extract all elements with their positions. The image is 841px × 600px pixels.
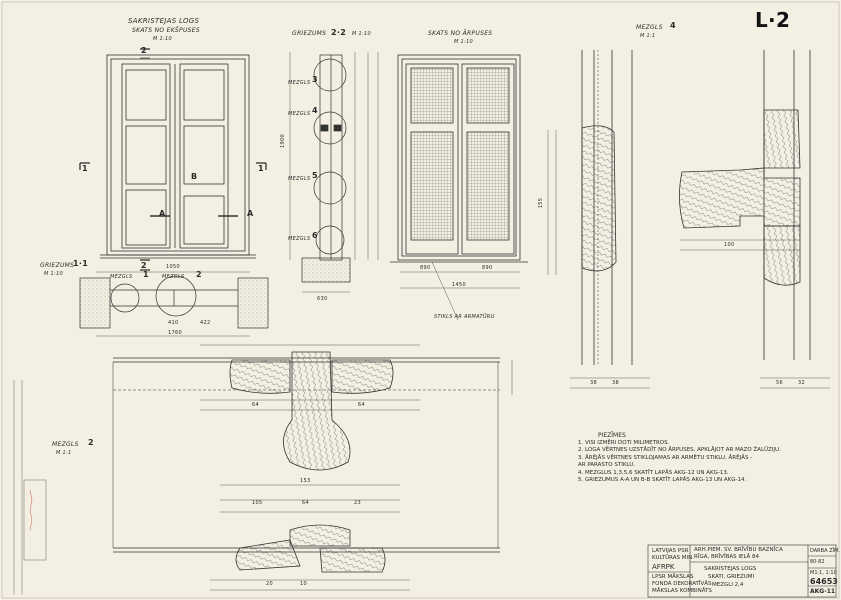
note-line-1: 1. VISI IZMĒRI DOTI MILIMETROS. xyxy=(578,439,670,446)
dim-64-c: 64 xyxy=(302,500,309,506)
section-11-scale: M 1:10 xyxy=(44,271,63,277)
tb-org-2: KULTŪRAS MIN. xyxy=(652,555,695,561)
detail-2-prefix: MEZGLS xyxy=(52,441,79,448)
dim-38-b: 38 xyxy=(612,380,619,386)
dim-20: 20 xyxy=(266,581,273,587)
note-line-6: 5. GRIEZUMUS A-A UN B-B SKATĪT LAPĀS AKG… xyxy=(578,477,747,483)
tb-scale: M1:1, 1:10 xyxy=(810,570,837,576)
node-4-number: 4 xyxy=(312,106,318,115)
node-5-number: 5 xyxy=(312,171,318,180)
note-line-3: 3. ĀRĒJĀS VĒRTNES STIKLOJAMAS AR ARMĒTU … xyxy=(578,454,753,461)
node-6-number: 6 xyxy=(312,231,318,240)
elevation-outside xyxy=(100,54,256,259)
section-22-number: 2·2 xyxy=(331,28,347,37)
section-mark-2-bottom: 2 xyxy=(141,261,147,270)
tb-drawing-2: SKATI, GRIEZUMI xyxy=(708,574,755,580)
dim-153: 153 xyxy=(300,478,311,484)
elevation-title: SAKRISTEJAS LOGS xyxy=(128,17,200,25)
dim-1900: 1900 xyxy=(279,134,286,148)
dim-1760: 1760 xyxy=(168,330,182,336)
dim-890-b: 890 xyxy=(482,265,493,271)
tb-org-3: AFRPK xyxy=(652,563,675,571)
detail-1-label: MEZGLS xyxy=(110,274,133,280)
tb-drawing-3: MEZGLI 2,4 xyxy=(712,582,744,588)
tb-project-2: RĪGA, BRĪVĪBAS IELĀ 84 xyxy=(694,554,760,560)
dim-1050: 1050 xyxy=(166,264,180,270)
dim-155: 155 xyxy=(538,197,545,209)
detail-4-number: 4 xyxy=(670,21,676,30)
detail-2 xyxy=(112,344,513,591)
dim-105: 105 xyxy=(252,500,263,506)
dim-630: 630 xyxy=(317,296,328,302)
tb-year: 80-82 xyxy=(810,559,825,565)
detail-1-number: 1 xyxy=(143,270,149,279)
section-mark-1-left: 1 xyxy=(82,164,88,173)
tb-maker-1: LPSR MĀKSLAS xyxy=(652,574,694,580)
node-5-label: MEZGLS xyxy=(288,176,311,182)
dim-56: 56 xyxy=(776,380,783,386)
elevation-scale: M 1:10 xyxy=(153,36,172,42)
section-11-prefix: GRIEZUMS xyxy=(40,262,75,269)
section-mark-A-right: A xyxy=(247,209,254,218)
section-22-prefix: GRIEZUMS xyxy=(292,30,327,37)
detail-2-big-number: 2 xyxy=(88,438,94,447)
notes-block: PIEZĪMES 1. VISI IZMĒRI DOTI MILIMETROS.… xyxy=(578,432,838,485)
tb-sheet-label: AKG-11 xyxy=(810,588,836,595)
note-line-5: 4. MEZGLUS 1,3,5,6 SKATĪT LAPĀS AKG-12 U… xyxy=(578,469,729,476)
note-line-2: 2. LOGA VĒRTNES UZSTĀDĪT NO ĀRPUSES, APK… xyxy=(578,447,781,453)
elevation-inside-scale: M 1:10 xyxy=(454,39,473,45)
margin-stamps xyxy=(13,380,47,595)
dim-64-b: 64 xyxy=(358,402,365,408)
detail-4-prefix: MEZGLS xyxy=(636,24,663,31)
detail-4-scale: M 1:1 xyxy=(640,33,656,39)
dim-890-a: 890 xyxy=(420,265,431,271)
dim-32: 32 xyxy=(798,380,805,386)
dim-100: 100 xyxy=(724,242,735,248)
sheet-id: L·2 xyxy=(755,8,791,32)
node-4-label: MEZGLS xyxy=(288,111,311,117)
dim-1450: 1450 xyxy=(452,282,466,288)
section-22-scale: M 1:10 xyxy=(352,31,371,37)
tb-project-1: ARH.PIEM. SV. BRĪVĪBU BAZNĪCA xyxy=(694,547,783,553)
section-marks xyxy=(79,48,267,271)
dim-64-a: 64 xyxy=(252,402,259,408)
section-1-1 xyxy=(79,271,269,337)
tb-stage: DARBA ZĪM. xyxy=(810,548,840,554)
elevation-inside-label: SKATS NO ĀRPUSES xyxy=(428,30,493,37)
notes-title: PIEZĪMES xyxy=(598,432,626,439)
elevation-inside xyxy=(390,54,528,321)
dim-10: 10 xyxy=(300,581,307,587)
node-3-label: MEZGLS xyxy=(288,80,311,86)
detail-4 xyxy=(547,50,830,389)
detail-2-label: MEZGLS xyxy=(162,274,185,280)
tb-maker-3: MĀKSLAS KOMBINĀTS xyxy=(652,588,712,594)
elevation-outside-label: SKATS NO EKŠPUSES xyxy=(132,27,200,34)
tb-drawing-1: SAKRISTEJAS LOGS xyxy=(704,566,757,572)
tb-org-1: LATVIJAS PSR xyxy=(652,548,689,554)
section-mark-1-right: 1 xyxy=(258,164,264,173)
section-2-2 xyxy=(289,52,379,293)
section-11-number: 1·1 xyxy=(73,259,89,268)
detail-2-number: 2 xyxy=(196,270,202,279)
tb-maker-2: FONDA DEKORATĪVĀS xyxy=(652,581,712,587)
section-mark-B: B xyxy=(191,172,198,181)
node-3-number: 3 xyxy=(312,75,318,84)
dim-410: 410 xyxy=(168,320,179,326)
note-line-4: AR PARASTO STIKLU. xyxy=(578,462,635,468)
title-block-frame xyxy=(647,544,837,598)
node-6-label: MEZGLS xyxy=(288,236,311,242)
section-mark-2-top: 2 xyxy=(141,46,147,55)
tb-archive-no: 64653 xyxy=(810,577,838,586)
dim-23: 23 xyxy=(354,500,361,506)
detail-2-scale: M 1:1 xyxy=(56,450,72,456)
glass-note: STIKLS AR ARMATŪRU xyxy=(434,314,495,320)
dim-38-a: 38 xyxy=(590,380,597,386)
section-mark-A-left: A xyxy=(159,209,166,218)
dim-422: 422 xyxy=(200,320,211,326)
